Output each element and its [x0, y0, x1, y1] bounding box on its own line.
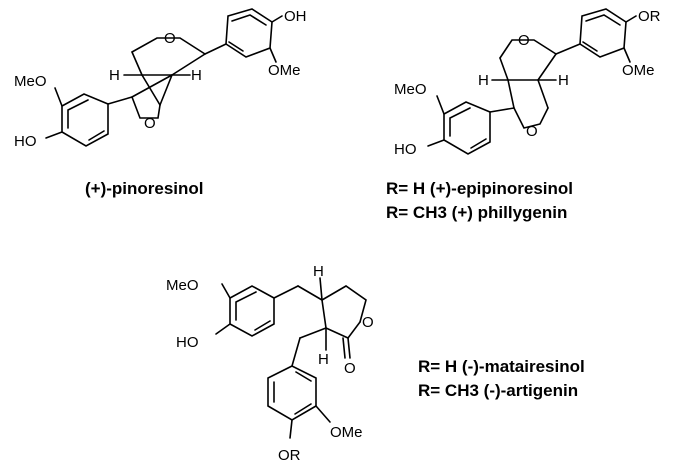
double-bond — [295, 371, 312, 382]
double-bond — [294, 403, 312, 415]
methoxy-label: MeO — [14, 73, 47, 90]
bond — [131, 74, 173, 98]
benzene-ring — [267, 365, 317, 421]
caption-epipinoresinol: R= H (+)-epipinoresinol — [386, 179, 574, 198]
carbonyl-bond — [347, 337, 351, 359]
hydroxyl-label: HO — [14, 133, 37, 150]
pinoresinol-structure: OH OMe MeO HO O O H H — [14, 8, 307, 150]
double-bond — [228, 41, 244, 52]
hydroxyl-label: OH — [284, 8, 307, 25]
hydroxyl-label: HO — [176, 334, 199, 351]
bond — [221, 283, 231, 299]
carbonyl-bond — [342, 337, 346, 359]
furan-ring — [131, 37, 206, 55]
hydroxyl-label: HO — [394, 141, 417, 158]
double-bond — [88, 130, 105, 141]
methoxy-label: OMe — [622, 62, 655, 79]
bond — [107, 96, 133, 105]
carbonyl-oxygen-label: O — [344, 360, 356, 377]
caption-matairesinol: R= H (-)-matairesinol — [418, 357, 585, 376]
benzene-ring — [225, 8, 273, 58]
bond — [625, 15, 637, 23]
methoxy-label: OMe — [330, 424, 363, 441]
bond — [321, 299, 327, 329]
bond — [499, 57, 509, 81]
bond — [289, 419, 293, 439]
methoxy-label: MeO — [394, 81, 427, 98]
bond — [271, 15, 283, 23]
hydrogen-label: H — [318, 351, 329, 368]
bond — [537, 53, 557, 81]
bond — [141, 74, 161, 106]
epipinoresinol-structure: OR OMe MeO HO O O H H — [394, 8, 661, 158]
ring-oxygen-label: O — [164, 30, 176, 47]
bond — [537, 79, 549, 109]
bond — [54, 87, 63, 107]
bond — [555, 43, 581, 55]
methoxy-label: OMe — [268, 62, 301, 79]
bond — [436, 95, 445, 115]
or-label: OR — [638, 8, 661, 25]
bond — [347, 321, 361, 339]
bond — [315, 405, 331, 423]
or-label: OR — [278, 447, 301, 464]
double-bond — [67, 99, 89, 129]
bond — [623, 47, 631, 63]
bond — [171, 53, 206, 76]
matairesinol-structure: MeO HO H H O O OMe OR — [166, 263, 374, 464]
ring-oxygen-label: O — [526, 123, 538, 140]
bond — [269, 47, 277, 63]
bond — [299, 327, 327, 339]
bond — [325, 327, 349, 339]
ring-oxygen-label: O — [144, 115, 156, 132]
bond — [159, 74, 173, 106]
bond — [297, 285, 323, 301]
hydrogen-label: H — [558, 72, 569, 89]
caption-pinoresinol: (+)-pinoresinol — [85, 179, 204, 198]
bond — [131, 51, 143, 76]
benzene-ring — [579, 8, 627, 58]
bond — [507, 79, 515, 109]
double-bond — [235, 291, 257, 321]
hydrogen-label: H — [313, 263, 324, 280]
ring-oxygen-label: O — [362, 314, 374, 331]
methoxy-label: MeO — [166, 277, 199, 294]
double-bond — [585, 14, 621, 26]
double-bond — [449, 107, 471, 137]
bond — [45, 131, 63, 139]
hydrogen-label: H — [191, 67, 202, 84]
caption-artigenin: R= CH3 (-)-artigenin — [418, 381, 579, 400]
double-bond — [470, 138, 487, 149]
lactone-ring — [321, 285, 367, 323]
bond — [204, 43, 227, 55]
bond — [215, 323, 231, 335]
furan-ring — [499, 39, 557, 59]
hydrogen-label: H — [109, 67, 120, 84]
furan-ring — [513, 107, 549, 129]
ring-oxygen-label: O — [518, 32, 530, 49]
caption-phillygenin: R= CH3 (+) phillygenin — [386, 203, 568, 222]
furan-ring — [131, 96, 161, 119]
double-bond — [582, 41, 598, 52]
stereo-bond — [319, 277, 323, 301]
double-bond — [254, 320, 271, 331]
bond — [427, 139, 445, 147]
bond — [273, 285, 299, 299]
double-bond — [231, 14, 267, 26]
hydrogen-label: H — [478, 72, 489, 89]
bond — [489, 107, 515, 113]
bond — [291, 337, 301, 367]
